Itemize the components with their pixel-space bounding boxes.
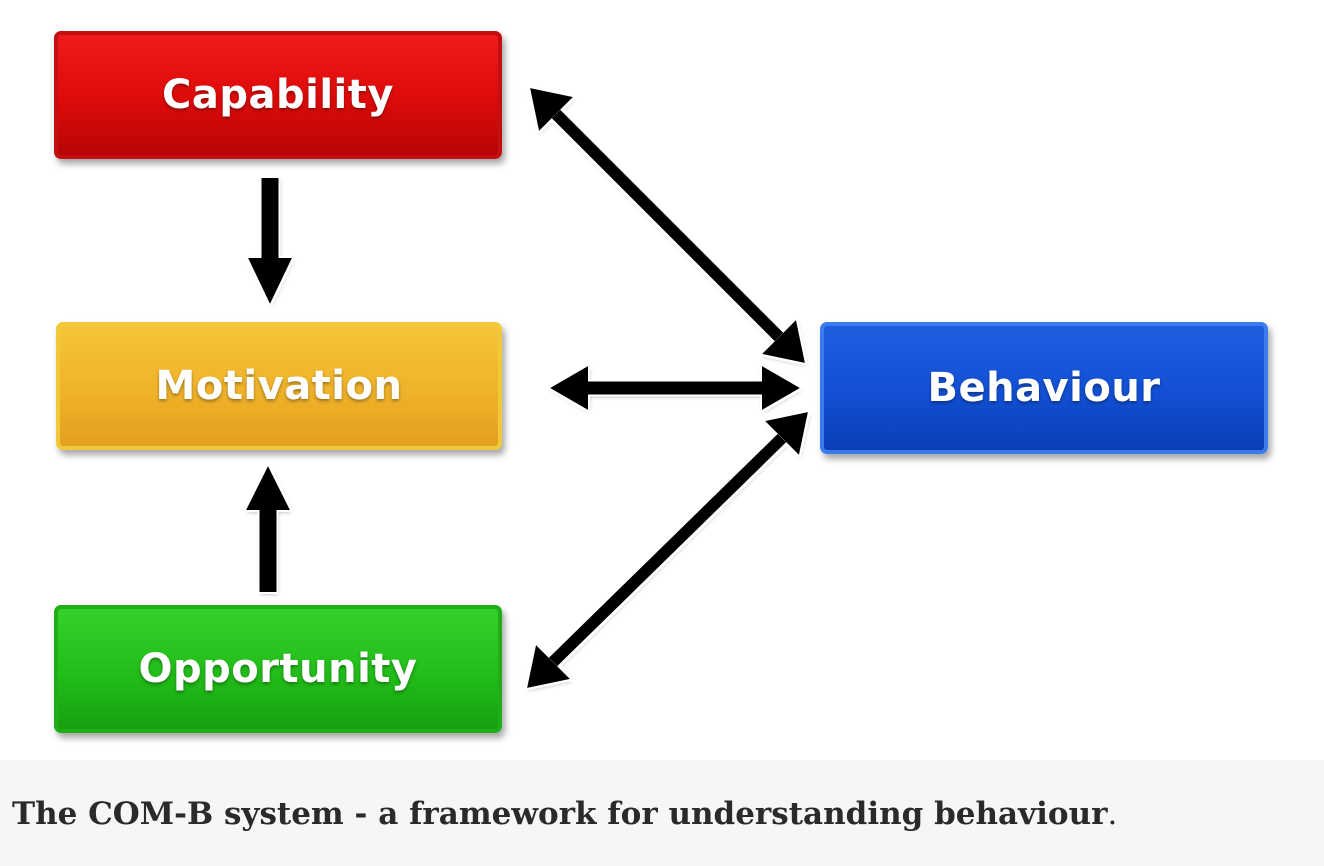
node-capability-label: Capability	[162, 72, 394, 118]
caption-text: The COM-B system - a framework for under…	[12, 796, 1108, 832]
node-behaviour: Behaviour	[820, 322, 1268, 454]
arrow-capability-behaviour	[530, 88, 805, 363]
figure-caption: The COM-B system - a framework for under…	[12, 796, 1117, 832]
node-capability: Capability	[54, 31, 502, 159]
node-motivation-label: Motivation	[155, 363, 403, 409]
arrow-opportunity-to-motivation	[246, 466, 290, 592]
arrow-motivation-behaviour	[550, 366, 800, 410]
com-b-diagram: Capability Motivation Opportunity Behavi…	[54, 31, 1268, 733]
node-opportunity: Opportunity	[54, 605, 502, 733]
diagram-arrows	[246, 88, 808, 688]
node-opportunity-label: Opportunity	[138, 646, 418, 692]
node-behaviour-label: Behaviour	[927, 365, 1161, 411]
node-motivation: Motivation	[56, 322, 502, 450]
arrow-capability-to-motivation	[248, 178, 292, 304]
arrow-opportunity-behaviour	[527, 412, 808, 688]
caption-period: .	[1107, 796, 1118, 832]
